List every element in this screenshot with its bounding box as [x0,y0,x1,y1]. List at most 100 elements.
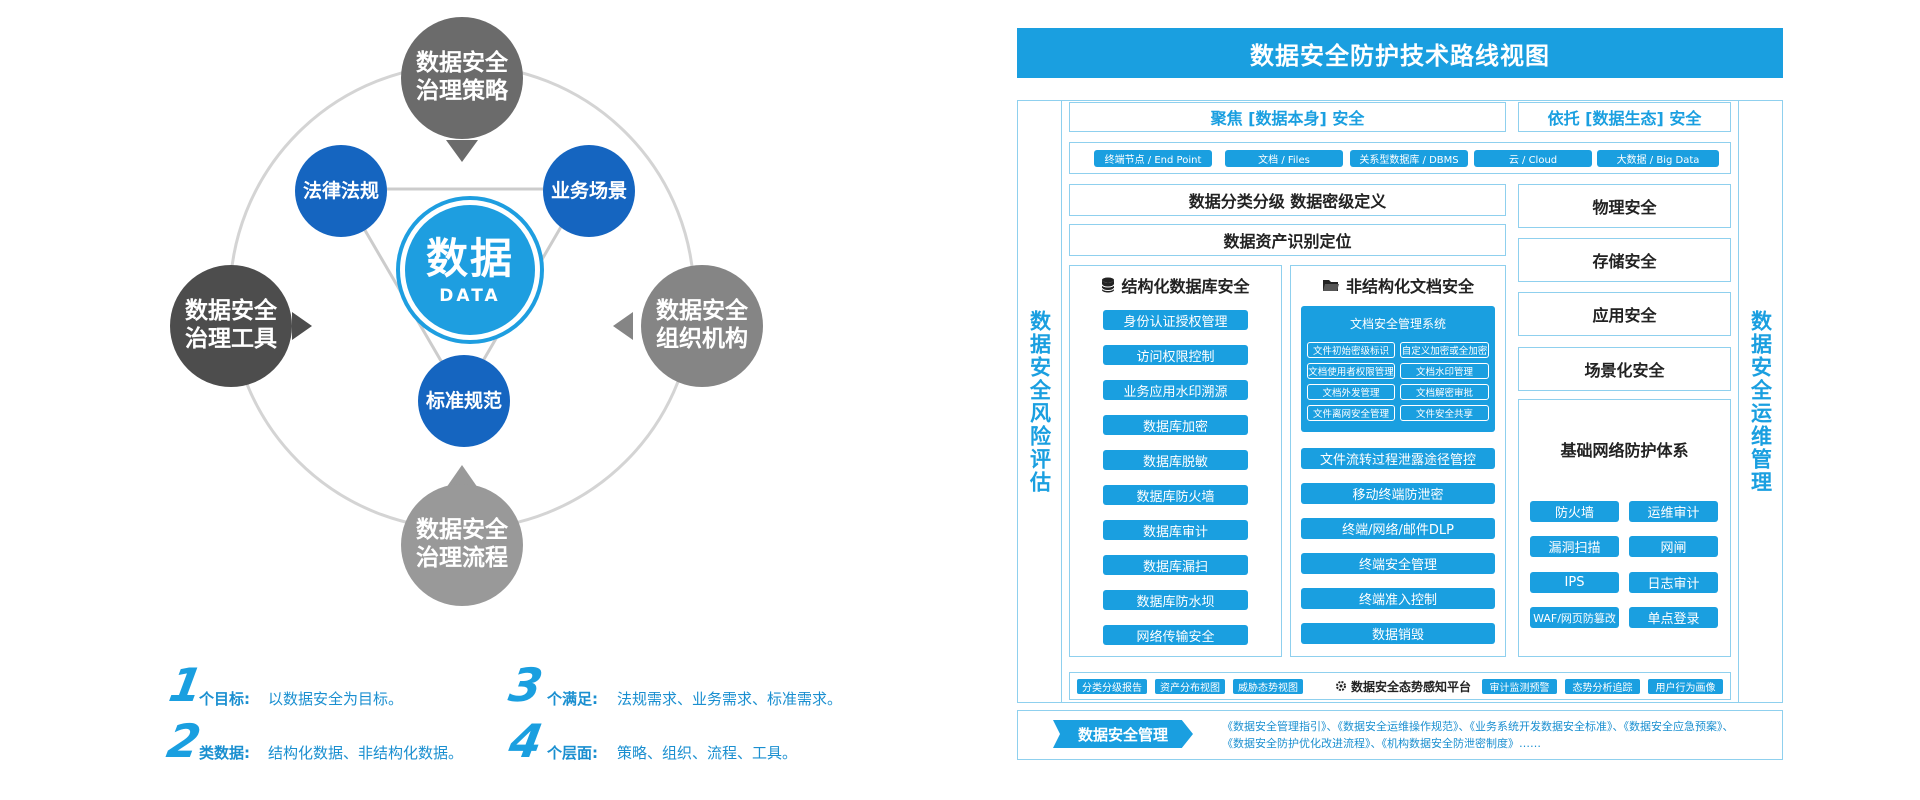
net-item-8: 单点登录 [1629,607,1718,628]
net-item-6: 日志审计 [1629,572,1718,593]
struct-item-1: 身份认证授权管理 [1103,310,1248,330]
unstruct-item-3: 终端/网络/邮件DLP [1301,518,1495,539]
standard-node: 标准规范 [418,355,510,447]
management-refs-line2: 《数据安全防护优化改进流程》、《机构数据安全防泄密制度》…… [1222,737,1541,750]
net-item-7: WAF/网页防篡改 [1530,607,1619,628]
unstruct-item-2: 移动终端防泄密 [1301,483,1495,504]
network-defense-title: 基础网络防护体系 [1560,441,1689,460]
doc-sub-7: 文件离网安全管理 [1307,405,1395,421]
law-label: 法律法规 [302,179,379,202]
strategy-node: 数据安全 治理策略 [401,17,523,139]
business-node: 业务场景 [543,145,635,237]
unstructured-doc-panel [1290,265,1506,657]
strategy-line2: 治理策略 [416,78,508,104]
network-defense-panel [1518,399,1731,657]
org-line2: 组织机构 [656,326,748,352]
source-cloud: 云 / Cloud [1474,150,1592,167]
platform-left-1: 分类分级报告 [1077,679,1147,694]
legend-4-number: 4 [505,714,547,768]
tools-line1: 数据安全 [185,298,277,325]
center-title: 数据 [425,233,514,283]
struct-item-8: 数据库漏扫 [1103,555,1248,575]
source-row [1069,142,1731,174]
tools-node: 数据安全 治理工具 [170,265,292,387]
legend-3-key: 个满足: [547,690,598,708]
data-center-node: 数据 DATA [400,200,540,340]
gear-icon [1335,681,1346,691]
process-node: 数据安全 治理流程 [401,484,523,606]
net-item-2: 运维审计 [1629,501,1718,522]
asset-identification-box: 数据资产识别定位 [1069,224,1506,256]
legend-1-key: 个目标: [199,690,250,708]
struct-item-2: 访问权限控制 [1103,345,1248,365]
awareness-platform-title: 数据安全态势感知平台 [1350,679,1471,694]
unstructured-doc-header: 非结构化文档安全 [1290,274,1506,296]
doc-sub-4: 文档水印管理 [1400,363,1489,379]
doc-sub-5: 文档外发管理 [1307,384,1395,400]
struct-item-7: 数据库审计 [1103,520,1248,540]
org-node: 数据安全 组织机构 [641,265,763,387]
doc-sub-1: 文件初始密级标识 [1307,342,1395,358]
source-files: 文档 / Files [1225,150,1343,167]
focus-data-header: 聚焦 [数据本身] 安全 [1069,102,1506,132]
risk-assessment-column: 数据安全风险评估 [1017,100,1062,703]
struct-item-3: 业务应用水印溯源 [1103,380,1248,400]
org-line1: 数据安全 [656,298,748,325]
doc-sub-6: 文档解密审批 [1400,384,1489,400]
process-line2: 治理流程 [416,545,508,571]
physical-security-box: 物理安全 [1518,184,1731,228]
doc-sub-8: 文件安全共享 [1400,405,1489,421]
struct-item-4: 数据库加密 [1103,415,1248,435]
business-label: 业务场景 [550,179,627,202]
doc-security-system-panel [1301,306,1495,432]
management-label: 数据安全管理 [1053,720,1193,748]
source-dbms: 关系型数据库 / DBMS [1350,150,1468,167]
structured-db-title: 结构化数据库安全 [1121,277,1250,296]
platform-right-2: 态势分析追踪 [1565,679,1640,694]
net-item-1: 防火墙 [1530,501,1619,522]
structured-db-header: 结构化数据库安全 [1069,274,1282,296]
unstruct-item-6: 数据销毁 [1301,623,1495,644]
legend-2-value: 结构化数据、非结构化数据。 [268,744,464,762]
strategy-line1: 数据安全 [416,50,508,77]
unstruct-item-4: 终端安全管理 [1301,553,1495,574]
net-item-4: 网闸 [1629,536,1718,557]
law-node: 法律法规 [295,145,387,237]
doc-sub-3: 文档使用者权限管理 [1307,363,1395,379]
struct-item-10: 网络传输安全 [1103,625,1248,645]
application-security-box: 应用安全 [1518,292,1731,336]
doc-sub-2: 自定义加密或全加密 [1400,342,1489,358]
legend-4-value: 策略、组织、流程、工具。 [617,744,798,762]
source-bigdata: 大数据 / Big Data [1597,150,1719,167]
structured-db-panel [1069,265,1282,657]
legend-3-value: 法规需求、业务需求、标准需求。 [617,690,843,708]
legend-1-value: 以数据安全为目标。 [268,690,404,708]
awareness-platform-row [1069,672,1731,700]
center-subtitle: DATA [439,286,501,306]
unstruct-item-1: 文件流转过程泄露途径管控 [1301,448,1495,469]
unstruct-item-5: 终端准入控制 [1301,588,1495,609]
legend-2-key: 类数据: [199,744,250,762]
management-refs-line1: 《数据安全管理指引》、《数据安全运维操作规范》、《业务系统开发数据安全标准》、《… [1222,720,1734,733]
struct-item-5: 数据库脱敏 [1103,450,1248,470]
legend-4-key: 个层面: [547,744,598,762]
platform-right-1: 审计监测预警 [1482,679,1557,694]
process-line1: 数据安全 [416,517,508,544]
platform-right-3: 用户行为画像 [1648,679,1723,694]
awareness-platform-center: 数据安全态势感知平台 [1328,676,1478,696]
folder-icon [1322,280,1339,291]
platform-left-2: 资产分布视图 [1155,679,1225,694]
operations-management-column: 数据安全运维管理 [1738,100,1783,703]
legend-3-number: 3 [505,658,547,712]
doc-security-system-title: 文档安全管理系统 [1349,317,1446,331]
management-strip [1017,710,1783,760]
classification-box: 数据分类分级 数据密级定义 [1069,184,1506,216]
standard-label: 标准规范 [425,389,502,412]
storage-security-box: 存储安全 [1518,238,1731,282]
source-endpoint: 终端节点 / End Point [1094,150,1212,167]
struct-item-6: 数据库防火墙 [1103,485,1248,505]
net-item-5: IPS [1530,572,1619,593]
scenario-security-box: 场景化安全 [1518,347,1731,391]
tools-line2: 治理工具 [185,326,277,352]
net-item-3: 漏洞扫描 [1530,536,1619,557]
